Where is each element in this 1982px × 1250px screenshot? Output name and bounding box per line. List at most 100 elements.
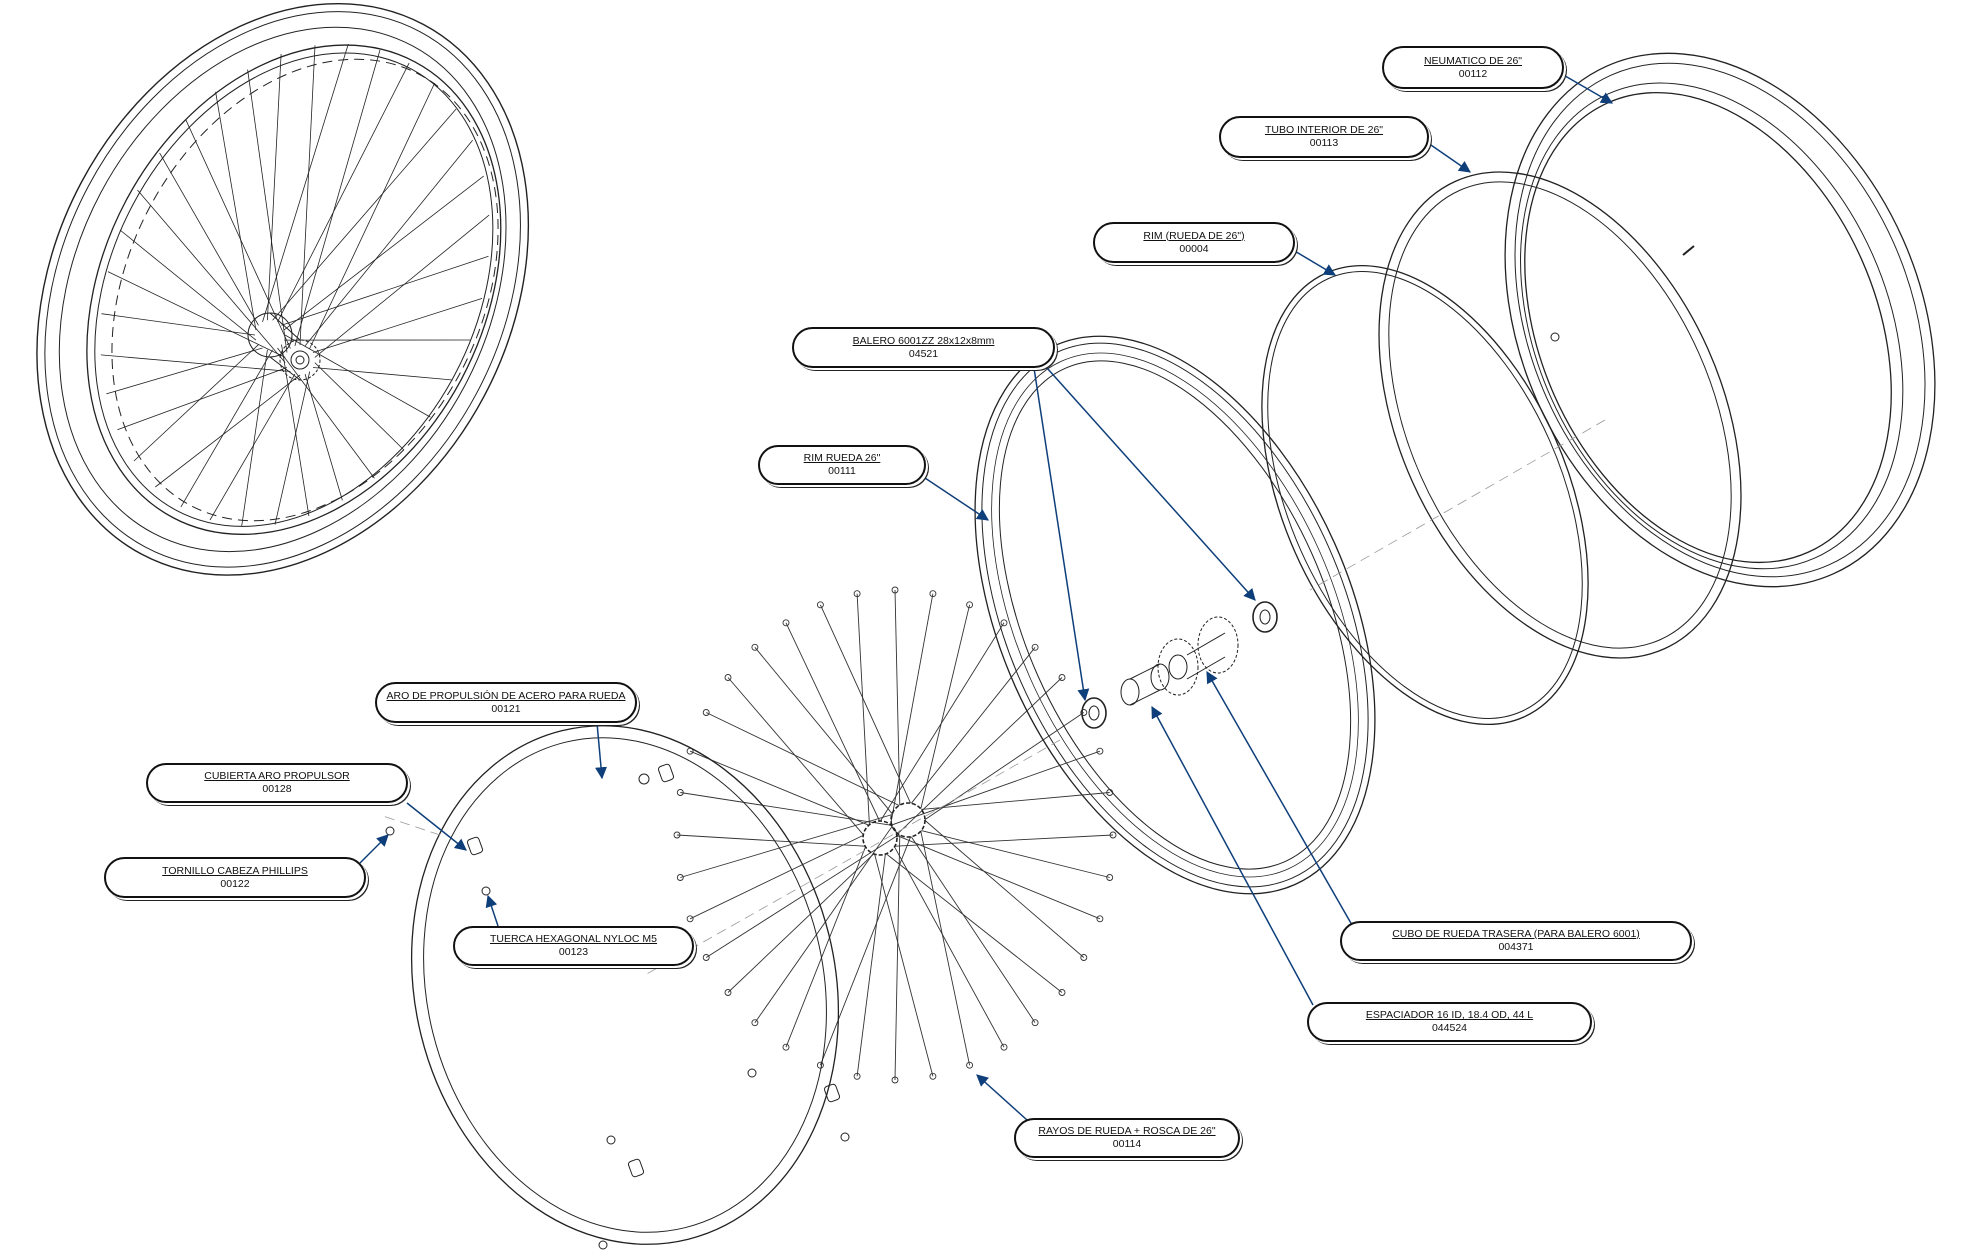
assembled-wheel <box>36 3 530 576</box>
spoke-nipple <box>751 643 759 651</box>
callout-code: 004371 <box>1498 941 1534 953</box>
spoke <box>101 313 256 336</box>
bearing-front <box>1081 697 1107 729</box>
callout-aro-propulsion: ARO DE PROPULSIÓN DE ACERO PARA RUEDA 00… <box>375 682 637 723</box>
spoke <box>314 214 490 358</box>
spoke <box>910 647 1036 804</box>
callout-code: 00004 <box>1179 242 1209 255</box>
hub-flange-front <box>1157 638 1199 696</box>
inner-tube <box>1378 171 1742 659</box>
spoke <box>314 362 405 451</box>
spoke-nipple <box>751 1019 759 1027</box>
spoke <box>894 589 901 806</box>
spoke-nipple <box>853 590 861 598</box>
spoke <box>215 91 257 330</box>
callout-title: NEUMATICO DE 26" <box>1423 54 1523 67</box>
spoke <box>299 45 316 346</box>
spoke <box>819 836 912 1066</box>
callout-balero: BALERO 6001ZZ 28x12x8mm 04521 <box>792 327 1055 368</box>
spoke-nipple <box>686 915 694 923</box>
spoke <box>705 834 900 958</box>
spoke-nipple <box>929 590 937 598</box>
spoke <box>890 593 934 825</box>
callout-code: 00114 <box>1112 1138 1142 1150</box>
spoke <box>284 334 431 418</box>
spoke-nipple <box>782 619 790 627</box>
spoke-nipple <box>676 789 684 796</box>
spoke-nipple <box>1031 1019 1039 1027</box>
callout-title: RIM RUEDA 26" <box>803 452 881 464</box>
spoke <box>117 367 288 431</box>
spoke-nipple <box>1031 643 1039 651</box>
spoke <box>277 347 375 479</box>
spoke <box>894 834 1114 847</box>
spoke <box>689 750 869 826</box>
spoke <box>910 836 1036 1023</box>
spoke <box>119 229 257 341</box>
spoke-nipple <box>1080 954 1088 961</box>
screw-icon <box>385 826 395 836</box>
callout-title: BALERO 6001ZZ 28x12x8mm <box>852 334 995 347</box>
callout-code: 044524 <box>1431 1022 1468 1034</box>
spoke <box>689 834 864 920</box>
spoke <box>155 374 301 488</box>
rim <box>974 335 1376 895</box>
spoke <box>159 152 259 326</box>
spoke-nipple <box>1000 1043 1008 1051</box>
spoke <box>304 140 473 347</box>
spoke-nipple <box>1000 619 1008 627</box>
spoke <box>274 371 311 525</box>
spoke <box>924 820 1085 958</box>
leader-lines <box>359 72 1614 1121</box>
spoke <box>921 830 1110 878</box>
spoke <box>920 831 971 1066</box>
callout-code: 00123 <box>558 946 589 958</box>
callout-code: 00112 <box>1458 67 1488 80</box>
spoke <box>727 677 864 835</box>
spoke <box>896 677 1063 836</box>
spoke-nipple <box>1080 709 1088 716</box>
spoke-nipple <box>782 1043 790 1051</box>
spoke <box>680 814 893 878</box>
spoke <box>856 854 886 1077</box>
spoke-nipple <box>1109 831 1117 839</box>
spoke <box>241 349 268 527</box>
spoke <box>281 255 489 326</box>
spoke <box>277 62 410 323</box>
spoke <box>267 53 282 321</box>
bearing-rear <box>1252 601 1278 633</box>
spoke <box>283 175 484 331</box>
spoke <box>312 367 453 381</box>
spoke <box>924 712 1085 820</box>
spoke <box>106 347 263 395</box>
callout-title: CUBO DE RUEDA TRASERA (PARA BALERO 6001) <box>1392 928 1640 940</box>
spoke <box>100 354 291 372</box>
spoke <box>885 853 1063 993</box>
callout-title: ARO DE PROPULSIÓN DE ACERO PARA RUEDA <box>386 689 626 702</box>
spoke <box>312 298 483 353</box>
spoke <box>785 622 881 822</box>
spoke-nipple <box>891 1076 899 1084</box>
spoke-nipple <box>816 1061 824 1069</box>
spoke <box>294 49 381 347</box>
callout-code: 04521 <box>908 347 939 360</box>
spoke <box>921 792 1110 810</box>
loose-spokes <box>673 586 1117 1084</box>
spoke-nipple <box>816 601 824 609</box>
spoke-nipple <box>1096 747 1104 755</box>
spoke-nipple <box>1058 989 1066 996</box>
spoke-nipple <box>1058 674 1066 681</box>
callout-title: CUBIERTA ARO PROPULSOR <box>204 770 350 782</box>
spoke-nipple <box>853 1072 861 1080</box>
callout-tuerca: TUERCA HEXAGONAL NYLOC M5 00123 <box>453 926 694 966</box>
spoke <box>133 344 259 462</box>
spoke <box>896 834 1101 920</box>
spoke <box>309 82 436 349</box>
spoke-nipple <box>1106 874 1114 881</box>
spoke <box>680 792 892 826</box>
callout-tornillo: TORNILLO CABEZA PHILLIPS 00122 <box>104 857 366 898</box>
spoke-nipple <box>891 586 899 594</box>
spoke <box>185 119 291 349</box>
spoke <box>272 108 457 321</box>
